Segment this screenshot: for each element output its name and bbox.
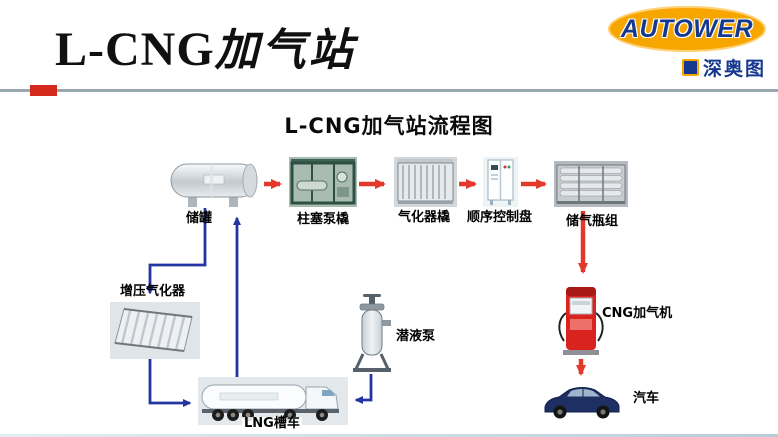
diagram-title: L-CNG加气站流程图 <box>284 114 494 138</box>
booster-vaporizer-label: 增压气化器 <box>120 284 186 299</box>
node-car: 汽车 <box>541 383 659 424</box>
pipe-booster-to-tanker <box>148 359 192 407</box>
submerged-pump-graphic <box>353 294 391 372</box>
car-label: 汽车 <box>633 391 660 406</box>
page-title-chinese: 加气站 <box>214 25 356 76</box>
page-title-latin: L-CNG <box>55 23 215 76</box>
plunger-pump-skid-graphic <box>289 157 357 207</box>
car-graphic <box>544 387 620 419</box>
node-plunger-pump-skid: 柱塞泵橇 <box>289 157 357 227</box>
pipe-tank-to-booster-vaporizer <box>146 208 207 295</box>
logo-oval: AUTOWER <box>608 6 766 52</box>
node-gas-cylinder-group: 储气瓶组 <box>554 161 628 229</box>
cng-dispenser-graphic <box>558 287 604 355</box>
logo-mark-icon <box>681 59 699 76</box>
storage-tank-label: 储罐 <box>186 211 213 226</box>
submerged-pump-label: 潜液泵 <box>396 329 436 344</box>
cng-dispenser-label: CNG加气机 <box>602 306 673 321</box>
node-lng-tanker-truck: LNG槽车 <box>198 377 348 431</box>
lng-tanker-truck-graphic <box>198 377 348 425</box>
storage-tank-graphic <box>170 163 258 207</box>
plunger-pump-skid-label: 柱塞泵橇 <box>297 212 350 227</box>
lng-tanker-label: LNG槽车 <box>242 416 302 431</box>
header-accent-bar <box>30 85 57 96</box>
gas-cylinder-group-label: 储气瓶组 <box>566 214 619 229</box>
vaporizer-skid-graphic <box>394 157 457 207</box>
booster-vaporizer-graphic <box>110 302 200 359</box>
node-cng-dispenser: CNG加气机 <box>556 283 672 361</box>
company-logo: AUTOWER 深奥图 <box>608 6 770 81</box>
node-submerged-pump: 潜液泵 <box>350 294 435 378</box>
node-sequence-control-panel: 顺序控制盘 <box>467 157 532 225</box>
sequence-control-panel-label: 顺序控制盘 <box>467 210 533 225</box>
pipe-pump-to-tanker <box>354 374 373 404</box>
logo-subtitle-text: 深奥图 <box>702 58 766 80</box>
sequence-control-panel-graphic <box>483 157 518 207</box>
header-divider-line <box>0 89 778 92</box>
gas-cylinder-group-graphic <box>554 161 628 207</box>
logo-subtitle-row: 深奥图 <box>608 54 770 81</box>
node-booster-vaporizer: 增压气化器 <box>110 285 200 363</box>
logo-brand-text: AUTOWER <box>620 14 754 43</box>
node-storage-tank: 储罐 <box>166 160 262 226</box>
page-title: L-CNG加气站 <box>55 14 356 78</box>
bottom-accent-strip <box>0 434 778 437</box>
node-vaporizer-skid: 气化器橇 <box>394 157 457 225</box>
vaporizer-skid-label: 气化器橇 <box>398 210 451 225</box>
